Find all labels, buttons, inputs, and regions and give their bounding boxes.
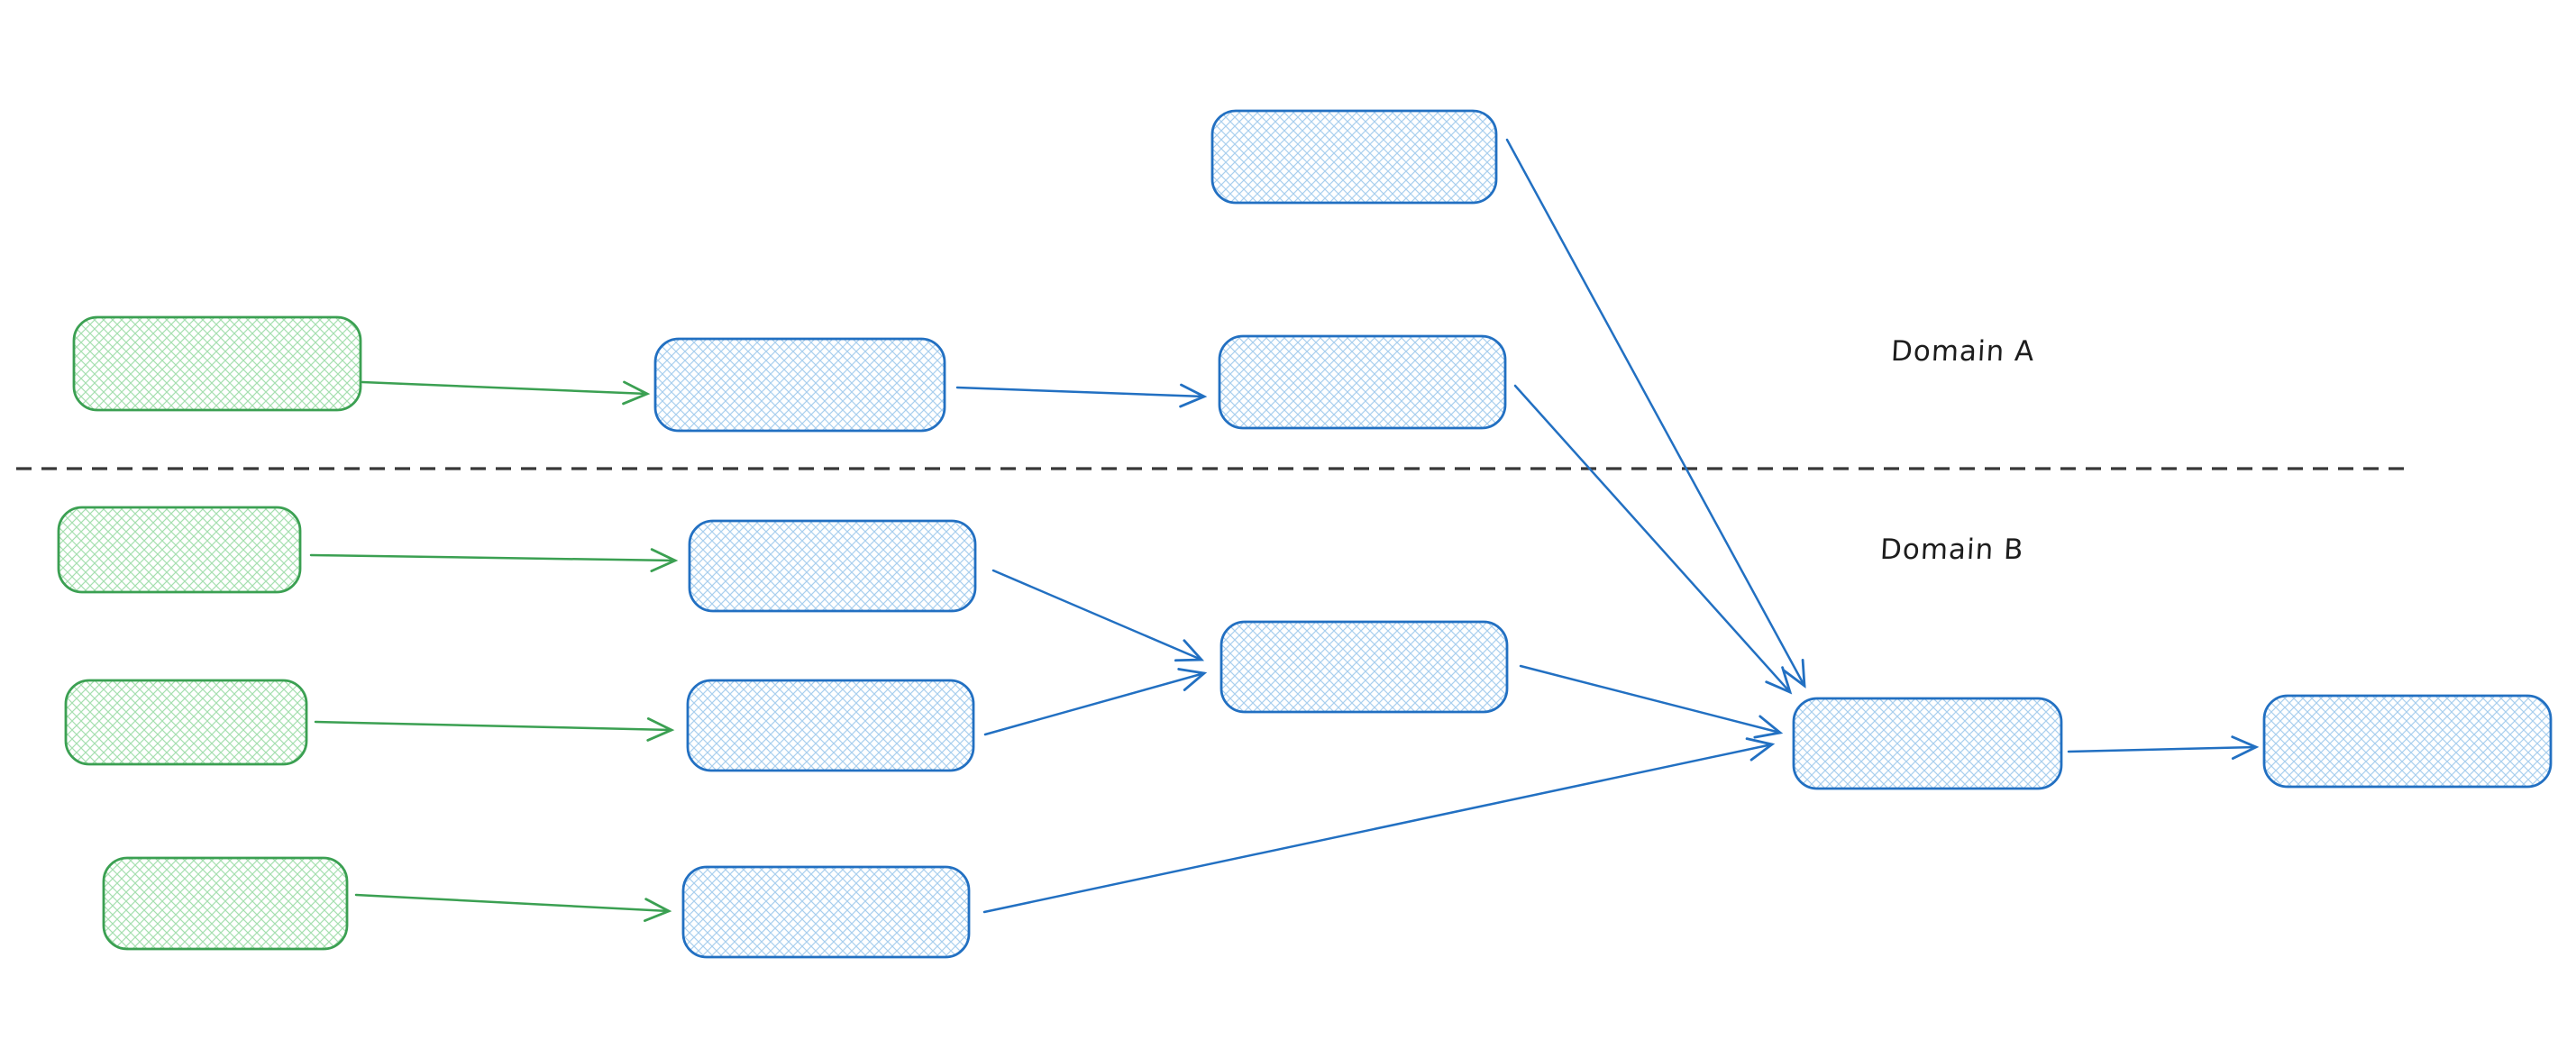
node-green-b3	[102, 856, 349, 951]
node-blue-a1	[653, 337, 946, 433]
arrow-merge-to-final	[2067, 735, 2260, 761]
node-green-a	[72, 315, 362, 412]
node-blue-final	[2262, 694, 2553, 789]
node-blue-b3	[681, 865, 971, 959]
arrow-green-a-to-blue-a1	[361, 380, 651, 406]
arrow-blue-b3-to-merge	[982, 737, 1776, 914]
node-blue-a2	[1218, 334, 1507, 430]
arrow-blue-a1-to-blue-a2	[955, 383, 1208, 408]
arrow-green-b1-to-blue-b1	[309, 548, 679, 573]
arrow-blue-top-to-merge	[1505, 138, 1806, 689]
node-blue-b1	[688, 519, 977, 613]
node-blue-b2	[686, 679, 975, 772]
node-blue-top	[1210, 109, 1498, 205]
node-green-b2	[64, 679, 308, 766]
arrow-green-b3-to-blue-b3	[354, 893, 672, 923]
node-blue-b-mid	[1219, 620, 1509, 714]
domain-b-label: Domain B	[1879, 534, 2025, 566]
arrow-blue-b-mid-to-merge	[1519, 664, 1784, 739]
node-green-b1	[57, 506, 302, 594]
arrow-green-b2-to-blue-b2	[314, 717, 675, 742]
arrow-blue-b2-to-blue-b-mid	[983, 668, 1208, 736]
arrow-blue-a2-to-merge	[1513, 384, 1793, 695]
domain-a-label: Domain A	[1890, 335, 2036, 368]
node-blue-merge	[1792, 697, 2063, 790]
arrow-blue-b1-to-blue-b-mid	[991, 569, 1205, 662]
